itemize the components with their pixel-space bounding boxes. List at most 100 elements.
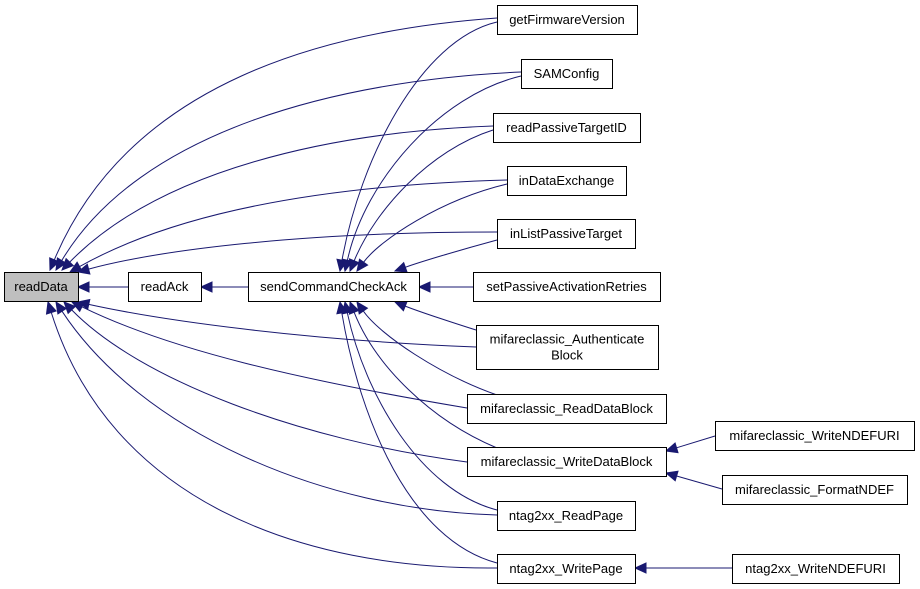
- edge-line: [353, 312, 498, 449]
- node-box: [497, 219, 636, 249]
- node-box: [507, 166, 627, 196]
- edge-set-passive-activation-retries-to-send-command-check-ack: [417, 281, 473, 293]
- node-label: readPassiveTargetID: [506, 120, 627, 135]
- node-label: getFirmwareVersion: [509, 12, 625, 27]
- edge-mifareclassic-read-data-block-to-read-data: [70, 301, 468, 409]
- node-mifareclassic-write-data-block[interactable]: mifareclassic_WriteDataBlock: [467, 447, 667, 477]
- node-label: mifareclassic_ReadDataBlock: [480, 401, 653, 416]
- node-label: sendCommandCheckAck: [260, 279, 407, 294]
- node-box: [722, 475, 908, 505]
- node-mifareclassic-read-data-block[interactable]: mifareclassic_ReadDataBlock: [467, 394, 667, 424]
- node-label: inDataExchange: [519, 173, 614, 188]
- arrowhead: [76, 281, 90, 293]
- node-box: [732, 554, 900, 584]
- node-read-data[interactable]: readData: [4, 272, 79, 302]
- node-get-firmware-version[interactable]: getFirmwareVersion: [497, 5, 638, 35]
- node-label: ntag2xx_WriteNDEFURI: [745, 561, 886, 576]
- node-set-passive-activation-retries[interactable]: setPassiveActivationRetries: [473, 272, 661, 302]
- node-mifareclassic-write-ndefuri[interactable]: mifareclassic_WriteNDEFURI: [715, 421, 915, 451]
- node-in-data-exchange[interactable]: inDataExchange: [507, 166, 627, 196]
- edge-line: [341, 21, 498, 261]
- arrowhead: [55, 257, 67, 272]
- arrowhead: [68, 261, 83, 273]
- edge-line: [69, 125, 494, 263]
- edge-in-list-passive-target-to-read-data: [76, 231, 498, 275]
- edge-read-passive-target-id-to-send-command-check-ack: [348, 129, 494, 273]
- node-box: [497, 554, 636, 584]
- node-box: [715, 421, 915, 451]
- edge-line: [363, 183, 508, 263]
- edge-line: [353, 129, 494, 261]
- edge-in-data-exchange-to-read-data: [68, 179, 508, 273]
- arrowhead: [633, 562, 647, 574]
- node-read-ack[interactable]: readAck: [128, 272, 202, 302]
- node-box: [497, 5, 638, 35]
- edge-read-passive-target-id-to-read-data: [61, 125, 494, 271]
- arrowhead: [45, 300, 57, 315]
- arrowhead: [348, 258, 360, 273]
- node-samconfig[interactable]: SAMConfig: [521, 59, 613, 89]
- node-box: [128, 272, 202, 302]
- node-label: mifareclassic_WriteNDEFURI: [729, 428, 899, 443]
- node-label: mifareclassic_Authenticate: [490, 332, 645, 347]
- node-label: readData: [14, 279, 68, 294]
- node-label: Block: [551, 348, 583, 363]
- node-mifareclassic-format-ndef[interactable]: mifareclassic_FormatNDEF: [722, 475, 908, 505]
- arrowhead: [76, 263, 91, 275]
- node-label: setPassiveActivationRetries: [486, 279, 647, 294]
- node-label: inListPassiveTarget: [510, 226, 622, 241]
- edge-get-firmware-version-to-send-command-check-ack: [336, 21, 498, 273]
- nodes-layer: readData readAck sendCommandCheckAck getFir…: [4, 5, 915, 584]
- edge-send-command-check-ack-to-read-ack: [199, 281, 248, 293]
- node-send-command-check-ack[interactable]: sendCommandCheckAck: [248, 272, 420, 302]
- arrowhead: [61, 257, 75, 271]
- arrowhead: [55, 300, 68, 315]
- edge-line: [71, 309, 468, 463]
- node-box: [467, 394, 667, 424]
- node-box: [497, 501, 636, 531]
- edge-get-firmware-version-to-read-data: [49, 17, 498, 272]
- node-label: mifareclassic_FormatNDEF: [735, 482, 894, 497]
- node-label: ntag2xx_WritePage: [509, 561, 622, 576]
- edge-line: [676, 475, 723, 490]
- edge-line: [79, 179, 508, 268]
- edge-line: [405, 305, 477, 331]
- edge-line: [61, 71, 522, 261]
- arrowhead: [393, 261, 408, 273]
- arrowhead: [199, 281, 213, 293]
- edge-mifareclassic-read-data-block-to-send-command-check-ack: [356, 301, 498, 396]
- edge-mifareclassic-authenticate-block-to-send-command-check-ack: [393, 300, 477, 331]
- edge-mifareclassic-write-ndefuri-to-mifareclassic-write-data-block: [664, 435, 716, 454]
- arrowhead: [336, 300, 348, 315]
- node-ntag2xx-read-page[interactable]: ntag2xx_ReadPage: [497, 501, 636, 531]
- node-box: [4, 272, 79, 302]
- edge-line: [341, 312, 498, 564]
- edge-ntag2xx-write-page-to-read-data: [45, 300, 498, 569]
- edge-read-ack-to-read-data: [76, 281, 128, 293]
- arrowhead: [417, 281, 431, 293]
- node-box: [467, 447, 667, 477]
- edge-line: [346, 312, 498, 511]
- node-box: [476, 325, 659, 370]
- node-ntag2xx-write-ndefuri[interactable]: ntag2xx_WriteNDEFURI: [732, 554, 900, 584]
- node-label: readAck: [141, 279, 189, 294]
- node-label: SAMConfig: [534, 66, 600, 81]
- node-in-list-passive-target[interactable]: inListPassiveTarget: [497, 219, 636, 249]
- edge-line: [405, 239, 498, 268]
- node-read-passive-target-id[interactable]: readPassiveTargetID: [493, 113, 641, 143]
- node-box: [521, 59, 613, 89]
- node-box: [493, 113, 641, 143]
- edge-mifareclassic-authenticate-block-to-read-data: [76, 298, 477, 348]
- edge-line: [362, 310, 498, 396]
- edge-in-list-passive-target-to-send-command-check-ack: [393, 239, 498, 273]
- arrowhead: [393, 300, 408, 312]
- node-label: ntag2xx_ReadPage: [509, 508, 623, 523]
- edge-mifareclassic-write-data-block-to-send-command-check-ack: [348, 300, 498, 449]
- edge-line: [53, 17, 498, 261]
- edge-samconfig-to-send-command-check-ack: [341, 75, 522, 273]
- node-ntag2xx-write-page[interactable]: ntag2xx_WritePage: [497, 554, 636, 584]
- edge-line: [88, 231, 498, 270]
- edge-mifareclassic-format-ndef-to-mifareclassic-write-data-block: [664, 470, 723, 490]
